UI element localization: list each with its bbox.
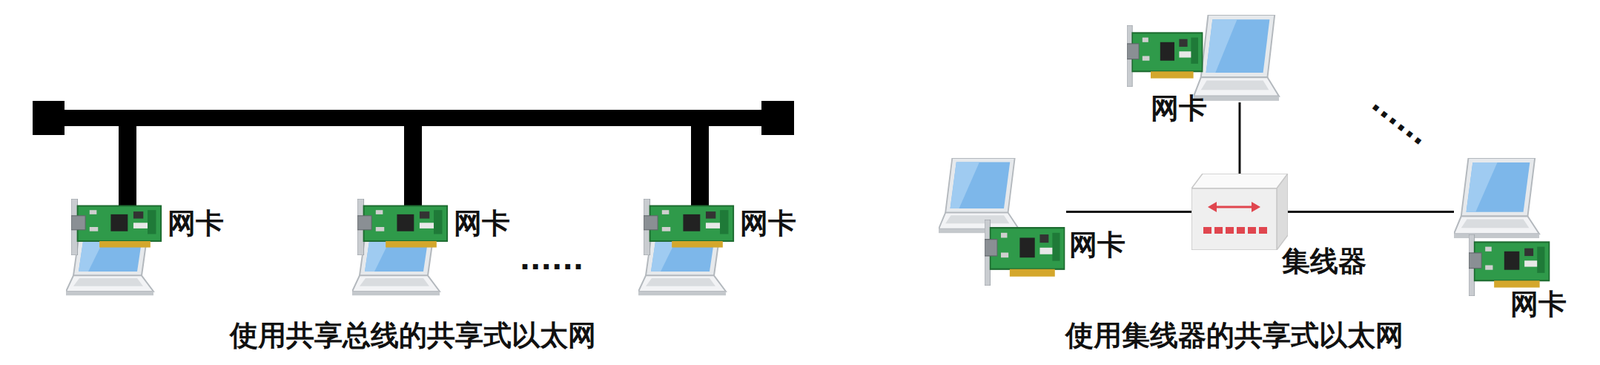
ellipsis: ...... — [519, 243, 585, 278]
nic-icon — [984, 219, 1064, 286]
computer-node: 网卡 — [1453, 157, 1552, 296]
computer-node: 网卡 — [352, 198, 450, 297]
nic-label: 网卡 — [453, 206, 511, 241]
ellipsis: ...... — [1364, 86, 1437, 152]
caption: 使用共享总线的共享式以太网 — [229, 318, 597, 353]
nic-label: 网卡 — [167, 206, 224, 241]
bus-drop — [118, 118, 137, 213]
bus-terminator — [32, 100, 65, 135]
nic-icon — [1126, 25, 1203, 87]
hub-shape — [1191, 173, 1288, 250]
nic-label: 网卡 — [1510, 287, 1567, 322]
nic-icon — [1468, 234, 1549, 296]
nic-icon — [643, 198, 734, 256]
laptop-icon — [1193, 14, 1279, 101]
hub-label: 集线器 — [1281, 244, 1367, 279]
computer-node: 网卡 — [938, 157, 1067, 286]
nic-label: 网卡 — [739, 206, 797, 241]
bus-drop — [404, 118, 422, 213]
computer-node: 网卡 — [638, 198, 736, 297]
computer-node: 网卡 — [65, 198, 164, 297]
computer-node: 网卡 — [1126, 14, 1281, 103]
network-cable — [1066, 210, 1192, 213]
nic-icon — [357, 198, 448, 256]
network-cable — [1238, 102, 1242, 174]
nic-icon — [71, 198, 161, 256]
bus-terminator — [761, 100, 795, 135]
laptop-icon — [1453, 157, 1540, 238]
hub-box: 集线器 — [1191, 173, 1288, 250]
nic-label: 网卡 — [1150, 91, 1208, 127]
caption: 使用集线器的共享式以太网 — [1065, 318, 1404, 353]
laptop-icon — [938, 157, 1019, 233]
bus-drop — [691, 118, 709, 213]
network-cable — [1287, 210, 1454, 213]
nic-label: 网卡 — [1069, 228, 1126, 263]
